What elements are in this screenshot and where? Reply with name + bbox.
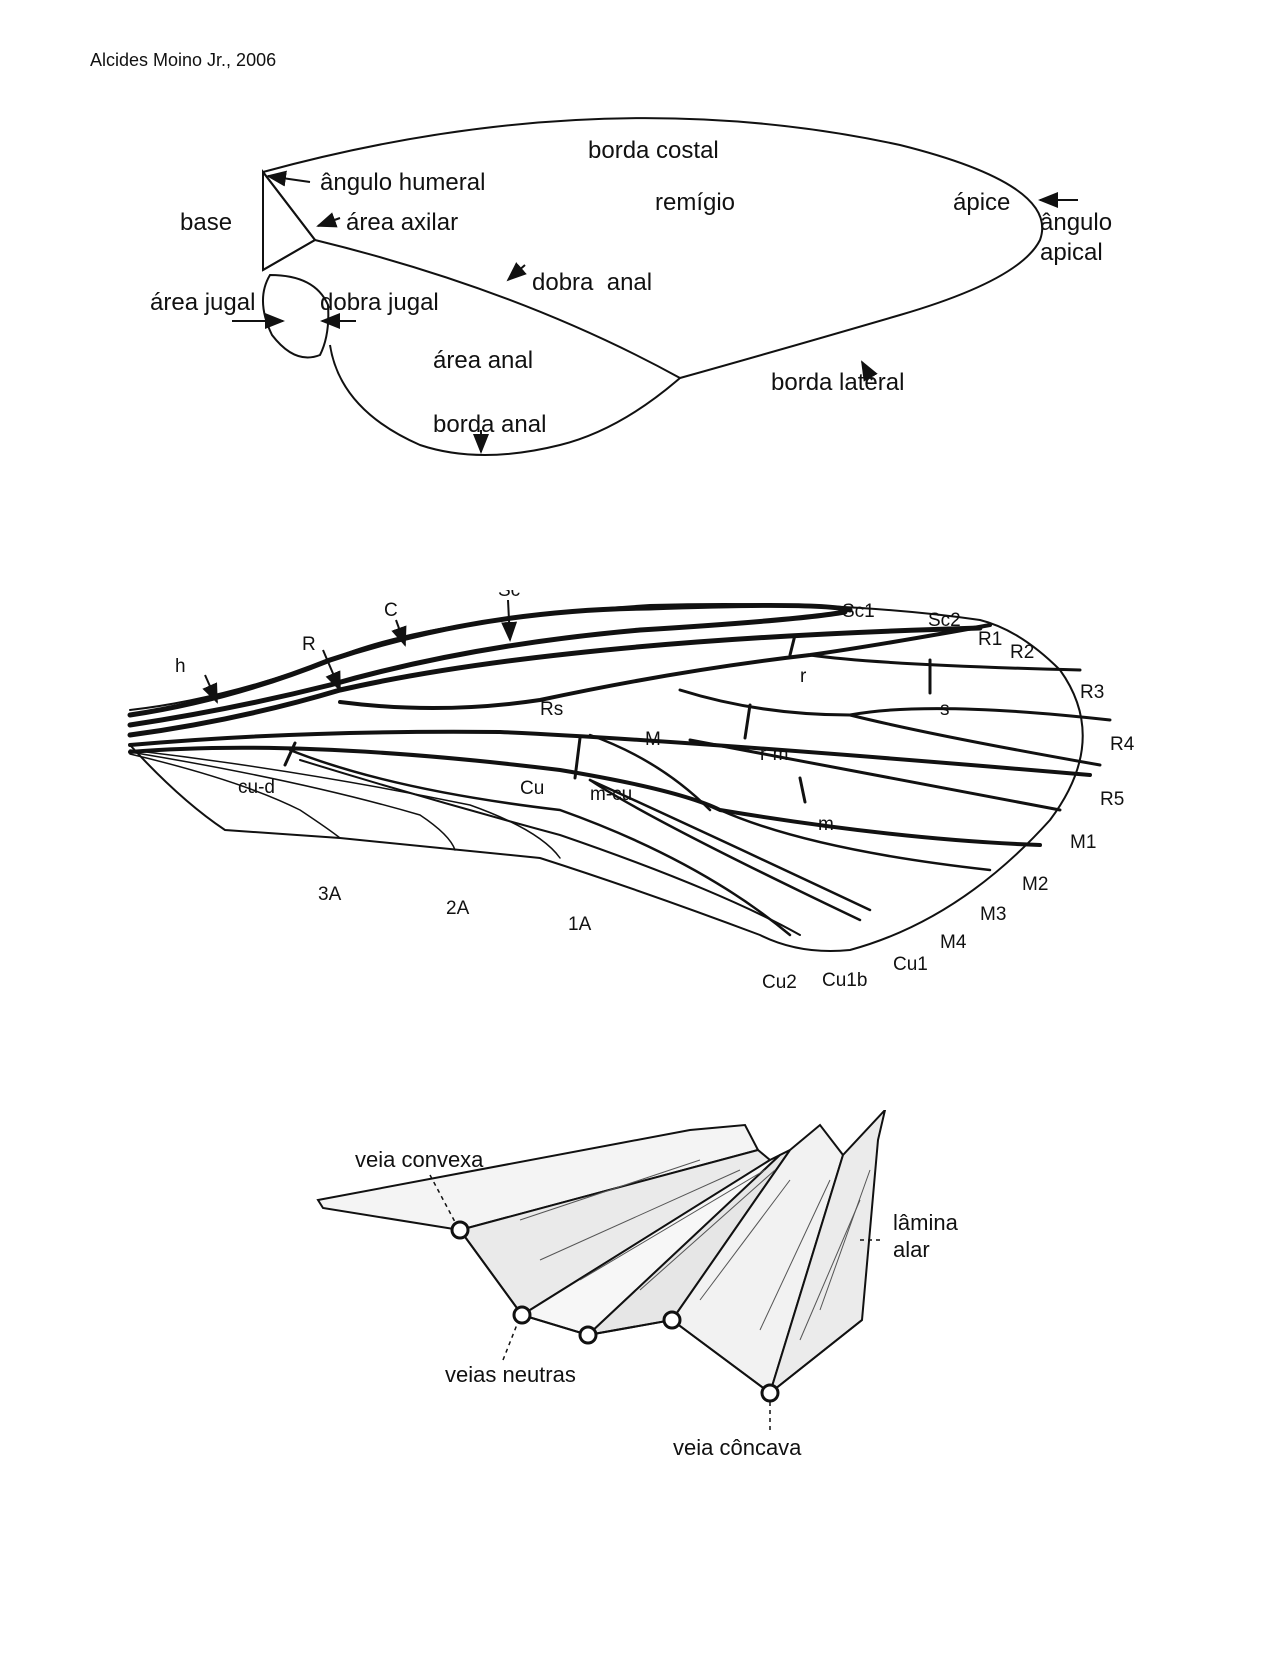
- neutral-vein-marker-2: [578, 1325, 598, 1345]
- label-r: r: [800, 666, 807, 687]
- crossvein-r: [788, 633, 797, 657]
- label-Sc2: Sc2: [928, 610, 961, 631]
- label-R2: R2: [1010, 642, 1034, 663]
- label-angulo-apical-1: ângulo: [1040, 209, 1112, 236]
- neutral-vein-marker-3: [662, 1310, 682, 1330]
- label-dobra-anal: dobra anal: [532, 269, 652, 296]
- crossvein-cu-d: [283, 741, 297, 767]
- label-R5: R5: [1100, 789, 1124, 810]
- label-remigio: remígio: [655, 189, 735, 216]
- label-base: base: [180, 209, 232, 236]
- label-borda-costal: borda costal: [588, 137, 719, 164]
- label-M1: M1: [1070, 832, 1096, 853]
- label-h: h: [175, 656, 186, 677]
- vein-R: [127, 625, 983, 738]
- label-area-anal: área anal: [433, 347, 533, 374]
- label-apice: ápice: [953, 189, 1010, 216]
- pleat-panel-right: [768, 1110, 887, 1396]
- label-Cu1b: Cu1b: [822, 970, 867, 991]
- label-M: M: [645, 729, 661, 750]
- label-m: m: [818, 814, 834, 835]
- label-R4: R4: [1110, 734, 1135, 755]
- vein-C: [127, 602, 853, 718]
- label-area-axilar: área axilar: [346, 209, 458, 236]
- label-2A: 2A: [446, 898, 470, 919]
- vein-Cu: [128, 745, 1042, 847]
- label-Sc1: Sc1: [842, 601, 875, 622]
- concave-vein-marker: [760, 1383, 780, 1403]
- label-1A: 1A: [568, 914, 592, 935]
- vein-3A: [129, 753, 341, 839]
- label-C: C: [384, 600, 398, 621]
- label-R: R: [302, 634, 316, 655]
- label-lamina-alar-2: alar: [893, 1237, 930, 1262]
- label-dobra-jugal: dobra jugal: [320, 289, 439, 316]
- label-s: s: [940, 699, 950, 720]
- label-Cu2: Cu2: [762, 972, 797, 993]
- author-credit: Alcides Moino Jr., 2006: [90, 50, 277, 70]
- label-borda-anal: borda anal: [433, 411, 546, 438]
- label-M4: M4: [940, 932, 967, 953]
- label-Sc: Sc: [498, 590, 520, 601]
- wing-regions-diagram: borda costal ângulo humeral remígio ápic…: [150, 117, 1112, 456]
- crossvein-m: [798, 776, 807, 804]
- label-cu-d: cu-d: [238, 777, 275, 798]
- label-3A: 3A: [318, 884, 342, 905]
- vein-1A: [129, 749, 561, 859]
- crossvein-m-cu: [573, 736, 582, 780]
- label-M3: M3: [980, 904, 1006, 925]
- label-borda-lateral: borda lateral: [771, 369, 904, 396]
- label-R1: R1: [978, 629, 1002, 650]
- convex-vein-marker: [450, 1220, 470, 1240]
- vein-Sc: [127, 609, 848, 728]
- vein-M: [128, 729, 1092, 777]
- neutral-vein-marker-1: [512, 1305, 532, 1325]
- label-Rs: Rs: [540, 699, 563, 720]
- label-area-jugal: área jugal: [150, 289, 255, 316]
- crossvein-r-m: [743, 703, 752, 740]
- jugal-lobe: [261, 273, 330, 359]
- label-R3: R3: [1080, 682, 1104, 703]
- label-lamina-alar-1: lâmina: [893, 1210, 959, 1235]
- vein-Rs: [338, 623, 992, 711]
- label-Cu1: Cu1: [893, 954, 928, 975]
- label-veia-convexa: veia convexa: [355, 1147, 484, 1172]
- wing-pleats-diagram: veia convexa lâmina alar veias neutras v…: [316, 1110, 959, 1460]
- label-angulo-apical-2: apical: [1040, 239, 1103, 266]
- label-M2: M2: [1022, 874, 1048, 895]
- label-Cu: Cu: [520, 778, 544, 799]
- label-r-m: r-m: [760, 744, 788, 765]
- label-veia-concava: veia côncava: [673, 1435, 802, 1460]
- label-veias-neutras: veias neutras: [445, 1362, 576, 1387]
- wing-venation-diagram: h C Sc R Sc1 Sc2 R1 R2 R3 R4 R5 r s Rs M…: [127, 590, 1135, 993]
- label-m-cu: m-cu: [590, 784, 632, 805]
- anal-fold: [314, 239, 681, 379]
- vein-2A: [129, 751, 456, 851]
- label-angulo-humeral: ângulo humeral: [320, 169, 485, 196]
